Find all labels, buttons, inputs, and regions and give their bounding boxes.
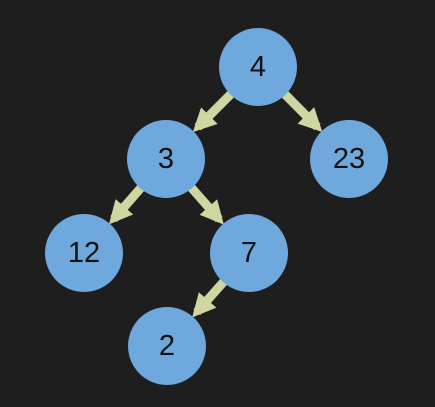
node-circle: [210, 214, 288, 292]
nodes-layer: 4 3 23 12 7 2: [45, 28, 388, 385]
tree-node-2: 2: [128, 307, 206, 385]
edge-arrow-n7-n2: [192, 277, 228, 318]
node-circle: [128, 307, 206, 385]
edge-arrow-n4-n3: [192, 90, 235, 133]
tree-node-7: 7: [210, 214, 288, 292]
tree-node-4: 4: [219, 28, 297, 106]
node-circle: [127, 120, 205, 198]
node-label: 7: [241, 237, 257, 269]
node-circle: [45, 214, 123, 292]
edge-arrow-n4-n23: [280, 90, 323, 132]
node-circle: [310, 120, 388, 198]
tree-node-23: 23: [310, 120, 388, 198]
node-label: 4: [250, 51, 266, 83]
tree-node-12: 12: [45, 214, 123, 292]
edge-arrow-n3-n7: [187, 183, 224, 225]
node-label: 23: [333, 143, 365, 175]
edge-arrow-n3-n12: [108, 183, 146, 225]
edges-layer: [108, 90, 323, 318]
node-label: 2: [159, 330, 175, 362]
tree-node-3: 3: [127, 120, 205, 198]
node-label: 12: [68, 237, 100, 269]
node-circle: [219, 28, 297, 106]
node-label: 3: [158, 143, 174, 175]
